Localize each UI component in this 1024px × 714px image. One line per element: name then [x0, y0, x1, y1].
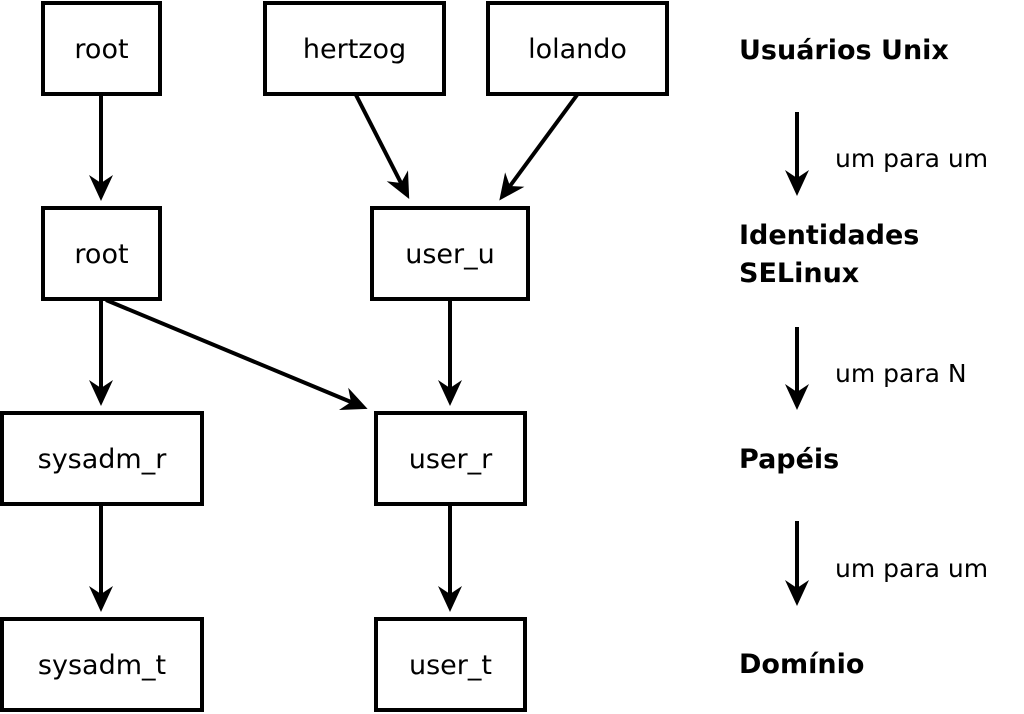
- node-role-user-r: user_r: [374, 411, 527, 506]
- node-se-root: root: [41, 206, 162, 301]
- node-label: root: [74, 239, 128, 270]
- node-unix-root: root: [41, 1, 162, 96]
- arrowhead: [89, 175, 113, 201]
- node-label: user_u: [405, 239, 495, 270]
- arrowhead: [89, 586, 113, 612]
- arrowhead: [785, 580, 809, 606]
- arrowhead: [89, 380, 113, 406]
- node-unix-lolando: lolando: [486, 1, 669, 96]
- node-label: root: [74, 34, 128, 65]
- node-label: lolando: [528, 34, 627, 65]
- node-label: user_t: [409, 650, 492, 681]
- edges-layer: [99, 93, 799, 594]
- node-label: hertzog: [303, 34, 406, 65]
- level-roles: Papéis: [739, 444, 839, 475]
- mapping-users-to-identities: um para um: [835, 144, 988, 173]
- node-dom-user-t: user_t: [374, 617, 527, 712]
- level-selinux-identities-line1: Identidades: [739, 220, 919, 251]
- edge-lolando-to-user-u: [508, 93, 579, 188]
- arrowhead: [438, 380, 462, 406]
- arrowhead: [785, 384, 809, 410]
- node-unix-hertzog: hertzog: [263, 1, 446, 96]
- node-role-sysadm-r: sysadm_r: [0, 411, 204, 506]
- node-dom-sysadm-t: sysadm_t: [0, 617, 204, 712]
- node-label: sysadm_r: [38, 444, 168, 475]
- level-selinux-identities-line2: SELinux: [739, 258, 859, 289]
- node-se-user-u: user_u: [370, 206, 530, 301]
- node-label: sysadm_t: [38, 650, 166, 681]
- edge-hertzog-to-user-u: [354, 94, 403, 184]
- arrowhead: [499, 172, 525, 201]
- arrowhead: [438, 586, 462, 612]
- mapping-identities-to-roles: um para N: [835, 359, 967, 388]
- edge-se-root-to-user-r: [105, 298, 352, 404]
- arrowheads-layer: [89, 170, 809, 612]
- arrowhead: [339, 387, 368, 410]
- level-domain: Domínio: [739, 649, 864, 680]
- arrowhead: [785, 170, 809, 196]
- node-label: user_r: [409, 444, 493, 475]
- mapping-roles-to-domain: um para um: [835, 554, 988, 583]
- level-unix-users: Usuários Unix: [739, 35, 949, 66]
- arrowhead: [386, 170, 410, 199]
